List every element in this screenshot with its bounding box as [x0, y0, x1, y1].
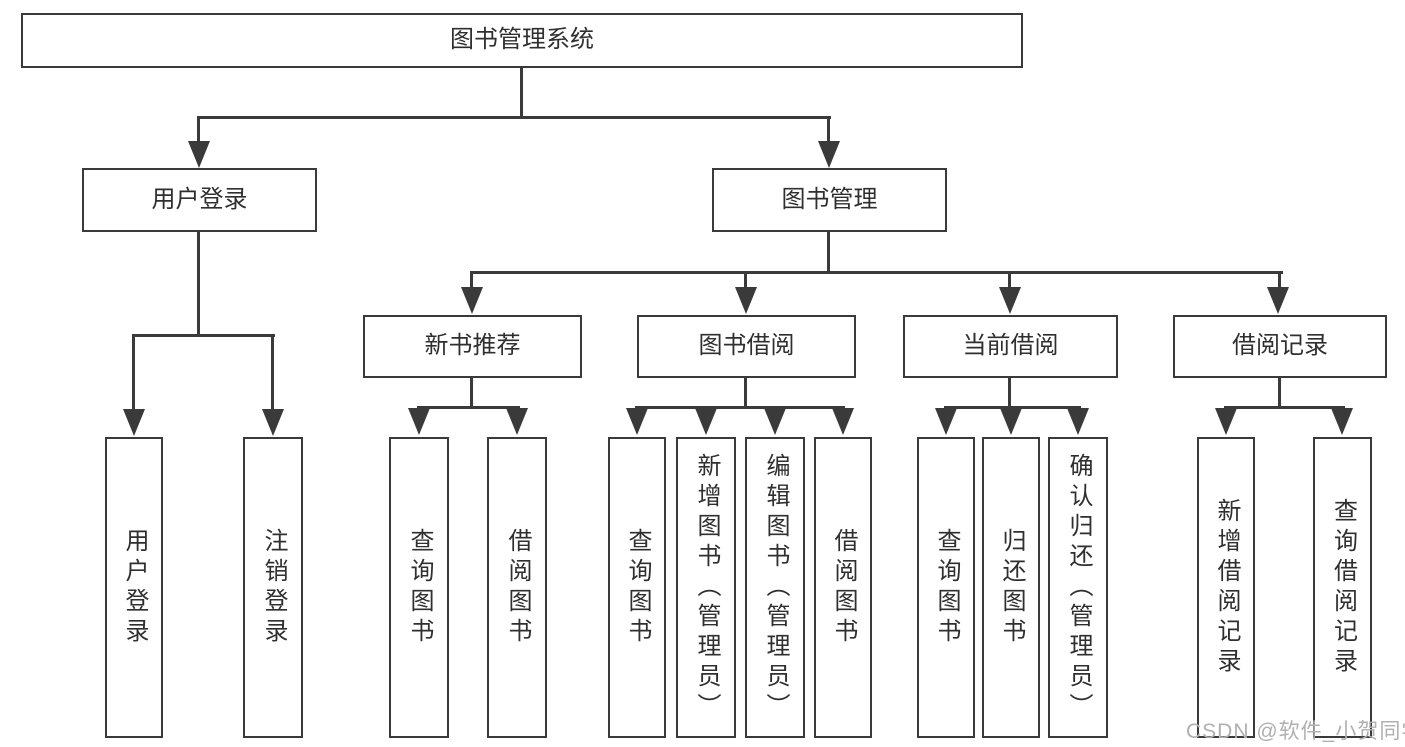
leaf-logout: 注销登录	[243, 437, 303, 738]
connector-line	[1008, 271, 1011, 289]
arrowhead-icon	[695, 408, 717, 435]
arrowhead-icon	[626, 408, 648, 435]
connector-group1-stem	[744, 378, 747, 409]
connector-line	[827, 116, 830, 143]
arrowhead-icon	[506, 408, 528, 435]
connector-line	[470, 271, 473, 289]
connector-group2-bar	[944, 406, 1081, 409]
leaf-borrow-add-books-admin-label: 新增图书（管理员）	[693, 452, 720, 723]
arrowhead-icon	[1067, 408, 1089, 435]
csdn-watermark: CSDN @软件_小贺同学	[1186, 720, 1405, 743]
leaf-current-confirm-return-admin: 确认归还（管理员）	[1048, 437, 1108, 738]
leaf-current-query-books: 查询图书	[917, 437, 975, 738]
node-root-label: 图书管理系统	[450, 26, 594, 54]
node-book-management-label: 图书管理	[781, 185, 878, 213]
arrowhead-icon	[818, 141, 840, 168]
leaf-records-add-record-label: 新增借阅记录	[1213, 497, 1240, 678]
leaf-borrow-borrow-books: 借阅图书	[814, 437, 872, 738]
connector-group3-bar	[1224, 406, 1345, 409]
node-book-borrow: 图书借阅	[637, 315, 856, 378]
node-borrow-records: 借阅记录	[1173, 315, 1387, 378]
node-book-borrow-label: 图书借阅	[698, 332, 795, 360]
leaf-newbook-query-books-label: 查询图书	[406, 527, 433, 648]
node-user-login-label: 用户登录	[151, 185, 248, 213]
node-root: 图书管理系统	[21, 13, 1023, 68]
arrowhead-icon	[1215, 408, 1237, 435]
leaf-user-login: 用户登录	[105, 437, 163, 738]
arrowhead-icon	[735, 287, 757, 314]
node-current-borrow-label: 当前借阅	[962, 332, 1059, 360]
connector-group0-bar	[417, 406, 520, 409]
connector-group0-stem	[470, 378, 473, 409]
connector-book-mgmt-stem	[827, 232, 830, 274]
leaf-records-query-record-label: 查询借阅记录	[1329, 497, 1357, 678]
leaf-borrow-edit-books-admin: 编辑图书（管理员）	[745, 437, 805, 738]
node-book-management: 图书管理	[712, 168, 947, 232]
arrowhead-icon	[408, 408, 430, 435]
connector-line	[271, 334, 274, 410]
leaf-current-return-books: 归还图书	[982, 437, 1040, 738]
leaf-borrow-query-books-label: 查询图书	[624, 527, 651, 648]
arrowhead-icon	[188, 141, 210, 168]
arrowhead-icon	[999, 287, 1021, 314]
leaf-borrow-query-books: 查询图书	[608, 437, 666, 738]
leaf-current-query-books-label: 查询图书	[933, 527, 960, 648]
leaf-current-return-books-label: 归还图书	[998, 527, 1025, 648]
arrowhead-icon	[461, 287, 483, 314]
arrowhead-icon	[764, 408, 786, 435]
leaf-newbook-borrow-books: 借阅图书	[487, 437, 547, 738]
connector-line	[744, 271, 747, 289]
leaf-newbook-borrow-books-label: 借阅图书	[504, 527, 531, 648]
connector-group1-bar	[635, 406, 845, 409]
leaf-records-add-record: 新增借阅记录	[1197, 437, 1255, 738]
arrowhead-icon	[832, 408, 854, 435]
leaf-borrow-edit-books-admin-label: 编辑图书（管理员）	[762, 452, 789, 723]
leaf-current-confirm-return-admin-label: 确认归还（管理员）	[1065, 452, 1092, 723]
connector-user-login-bar	[132, 334, 275, 337]
arrowhead-icon	[123, 409, 145, 436]
node-new-book-recommend: 新书推荐	[363, 315, 582, 378]
leaf-newbook-query-books: 查询图书	[389, 437, 449, 738]
leaf-logout-label: 注销登录	[260, 527, 287, 648]
leaf-borrow-add-books-admin: 新增图书（管理员）	[676, 437, 736, 738]
arrowhead-icon	[262, 409, 284, 436]
arrowhead-icon	[935, 408, 957, 435]
connector-line	[1278, 271, 1281, 289]
connector-group3-stem	[1278, 378, 1281, 409]
node-user-login: 用户登录	[82, 168, 317, 232]
leaf-borrow-borrow-books-label: 借阅图书	[830, 527, 857, 648]
node-borrow-records-label: 借阅记录	[1232, 332, 1328, 360]
connector-book-mgmt-bar	[470, 271, 1283, 274]
arrowhead-icon	[1331, 408, 1353, 435]
arrowhead-icon	[1267, 287, 1289, 314]
connector-group2-stem	[1008, 378, 1011, 409]
connector-line	[197, 116, 200, 143]
leaf-records-query-record: 查询借阅记录	[1313, 437, 1372, 738]
connector-user-login-stem	[197, 232, 200, 336]
connector-root-stem	[520, 68, 523, 118]
connector-root-bar	[197, 116, 831, 119]
leaf-user-login-label: 用户登录	[121, 527, 148, 648]
arrowhead-icon	[1000, 408, 1022, 435]
node-current-borrow: 当前借阅	[903, 315, 1118, 378]
connector-line	[132, 334, 135, 410]
node-new-book-recommend-label: 新书推荐	[424, 332, 521, 360]
